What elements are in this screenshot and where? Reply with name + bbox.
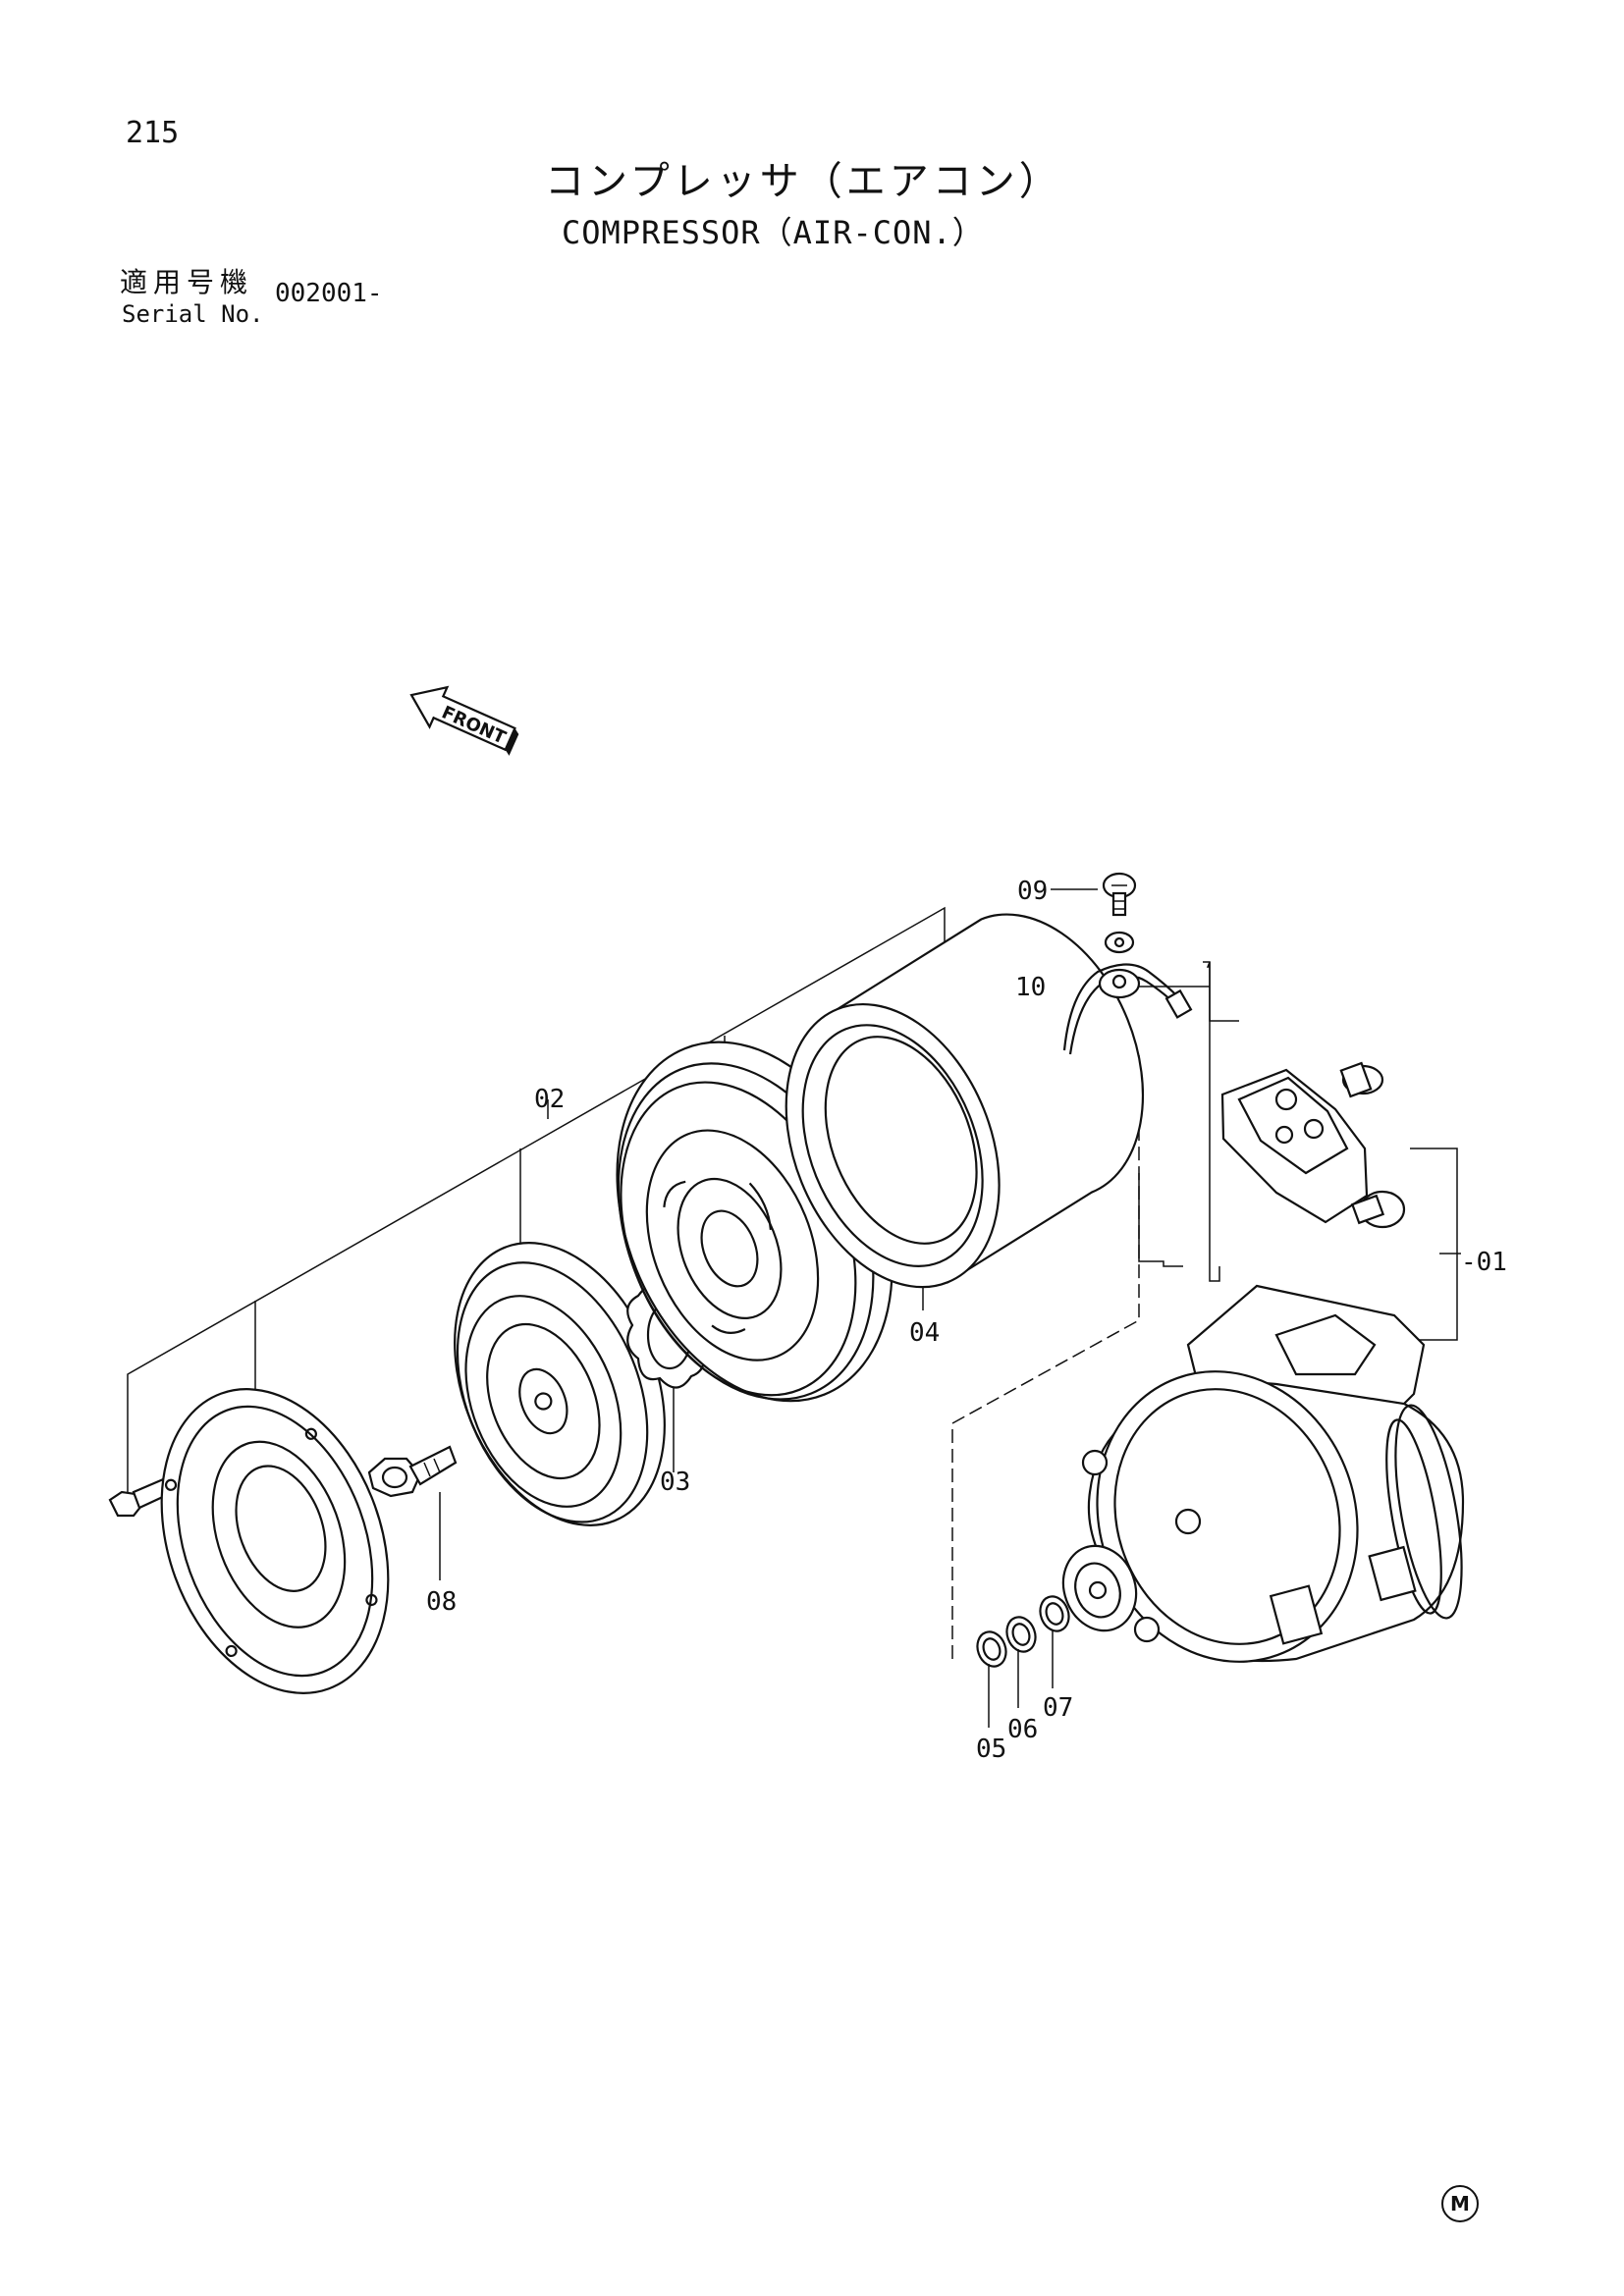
- page-number: 215: [126, 116, 180, 150]
- front-direction-arrow: FRONT: [409, 685, 519, 756]
- part-09-screw: [1102, 872, 1137, 917]
- washer-06: [1005, 1616, 1037, 1653]
- manufacturer-mark-icon: M: [1441, 2185, 1479, 2222]
- callout-04: 04: [909, 1318, 940, 1348]
- part-armature-plate: [454, 1242, 666, 1526]
- callout-08: 08: [426, 1587, 457, 1617]
- serial-label-japanese: 適用号機: [120, 266, 254, 298]
- part-compressor-body: [1061, 1284, 1465, 1663]
- callout-02: 02: [534, 1085, 565, 1114]
- title-english: COMPRESSOR（AIR-CON.）: [562, 214, 985, 251]
- callout-05: 05: [976, 1735, 1006, 1764]
- part-field-coil: [785, 913, 1145, 1289]
- part-01-valve-block: [1220, 1061, 1406, 1229]
- leader-01-b: [1203, 961, 1220, 1282]
- callout-06: 06: [1007, 1715, 1038, 1744]
- callout-01: -01: [1461, 1248, 1507, 1277]
- leader-05-bracket: [951, 1055, 1140, 1659]
- callout-labels: -01 02 03 04 05 06 07 08 09 10: [426, 877, 1507, 1764]
- part-05-06-07-washers: [976, 1595, 1070, 1668]
- callout-09: 09: [1017, 877, 1048, 906]
- part-front-cover-plate: [160, 1388, 390, 1694]
- washer-05: [976, 1630, 1007, 1668]
- part-10-wire-harness: [1062, 931, 1193, 1055]
- title-japanese: コンプレッサ（エアコン）: [545, 159, 1062, 204]
- washer-07: [1039, 1595, 1070, 1632]
- leader-01-c: [1138, 1173, 1183, 1267]
- callout-07: 07: [1043, 1693, 1073, 1723]
- part-08-hex-bolt: [367, 1445, 458, 1498]
- serial-label-english: Serial No.: [122, 300, 264, 328]
- leader-01-d: [1410, 1148, 1458, 1341]
- serial-number-value: 002001-: [275, 279, 383, 308]
- callout-10: 10: [1015, 973, 1046, 1002]
- front-arrow-depth: [505, 727, 519, 756]
- callout-03: 03: [660, 1468, 690, 1497]
